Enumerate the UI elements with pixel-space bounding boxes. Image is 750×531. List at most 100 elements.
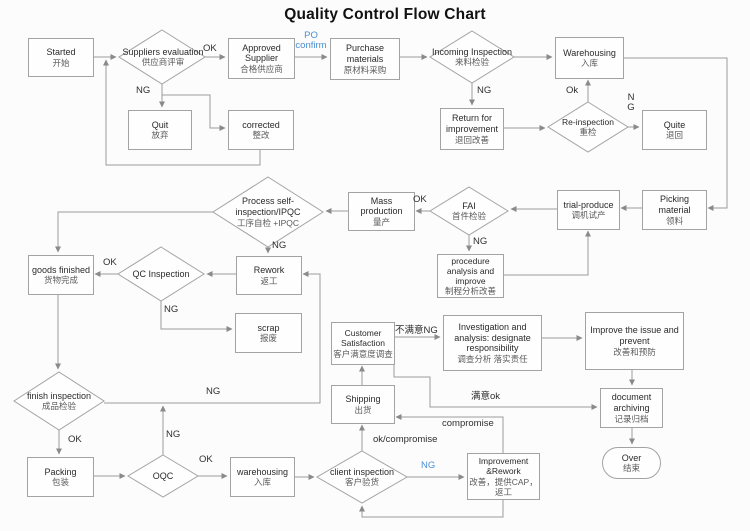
node-fai: FAI 首件检验 bbox=[434, 190, 504, 232]
node-warehousing-bottom-label-en: warehousing bbox=[236, 466, 289, 477]
node-return-for-improvement-label-en: Return for improvement bbox=[445, 113, 499, 134]
node-quite-label-en: Quite bbox=[663, 119, 686, 130]
label-ng-fai: NG bbox=[473, 236, 488, 247]
node-re-inspection-label-en: Re-inspection bbox=[562, 116, 614, 127]
node-investigation-label-en: Investigation and analysis: designate re… bbox=[454, 322, 531, 354]
node-process-self-inspection-label-en: Process self-inspection/IPQC bbox=[235, 196, 301, 217]
edge-warehousing-picking bbox=[622, 57, 728, 211]
node-improve-issue-label-en: Improve the issue and prevent bbox=[590, 325, 679, 346]
node-mass-production-label-en: Mass production bbox=[360, 195, 403, 217]
node-goods-finished: goods finished 货物完成 bbox=[28, 255, 94, 295]
node-oqc-label-en: OQC bbox=[152, 470, 174, 481]
node-rework: Rework 返工 bbox=[236, 256, 302, 295]
page-title: Quality Control Flow Chart bbox=[284, 6, 486, 23]
node-purchase-materials: Purchase materials 原材料采购 bbox=[330, 38, 400, 80]
node-procedure-analysis-label-en: procedure analysis and improve bbox=[446, 255, 495, 286]
edge-improvement-loop-client bbox=[359, 498, 504, 518]
edge-corrected-feedback bbox=[103, 59, 261, 166]
node-goods-finished-label-zh: 货物完成 bbox=[43, 275, 78, 286]
node-qc-inspection-label-en: QC Inspection bbox=[132, 268, 190, 279]
edge-improvement-compromise-shipping bbox=[395, 414, 504, 453]
label-ng-client: NG bbox=[421, 460, 436, 471]
label-ng-qc: NG bbox=[164, 304, 179, 315]
label-ng-finish: NG bbox=[206, 386, 221, 397]
node-finish-inspection-label-zh: 成品检验 bbox=[41, 401, 76, 412]
label-ok-finish: OK bbox=[68, 434, 82, 445]
node-oqc: OQC bbox=[133, 466, 193, 486]
node-customer-satisfaction-label-en: Customer Satisfaction bbox=[341, 328, 385, 349]
node-incoming-inspection-label-zh: 来料检验 bbox=[454, 57, 489, 68]
node-goods-finished-label-en: goods finished bbox=[31, 264, 91, 275]
label-ok-compromise: ok/compromise bbox=[373, 434, 438, 445]
node-scrap-label-en: scrap bbox=[257, 322, 280, 333]
node-shipping: Shipping 出货 bbox=[331, 385, 395, 424]
node-packing: Packing 包装 bbox=[27, 457, 94, 497]
label-ok-reinspection: Ok bbox=[566, 85, 579, 96]
node-improve-issue-label-zh: 改善和预防 bbox=[613, 346, 656, 357]
shape-re-inspection-diamond bbox=[547, 101, 629, 153]
node-started-label-zh: 开始 bbox=[52, 57, 70, 68]
node-trial-produce: trial-produce 调机试产 bbox=[557, 190, 620, 230]
node-re-inspection: Re-inspection 重检 bbox=[545, 107, 631, 147]
label-ng-suppliers: NG bbox=[136, 85, 151, 96]
label-ng-incoming: NG bbox=[477, 85, 492, 96]
node-packing-label-zh: 包装 bbox=[51, 477, 69, 488]
node-suppliers-evaluation-label-zh: 供应商评审 bbox=[141, 57, 185, 68]
node-mass-production: Mass production 量产 bbox=[348, 192, 415, 231]
label-satisfied-ok: 满意ok bbox=[471, 391, 501, 402]
node-over-label-zh: 结束 bbox=[622, 463, 640, 474]
node-process-self-inspection: Process self-inspection/IPQC 工序自检 +IPQC bbox=[218, 190, 318, 234]
node-scrap-label-zh: 报废 bbox=[259, 333, 277, 344]
node-picking-material: Picking material 领料 bbox=[642, 190, 707, 230]
node-suppliers-evaluation: Suppliers evaluation 供应商评审 bbox=[120, 36, 206, 78]
node-purchase-materials-label-en: Purchase materials bbox=[345, 43, 385, 64]
node-document-archiving-label-zh: 记录归档 bbox=[614, 413, 649, 424]
node-corrected: corrected 整改 bbox=[228, 110, 294, 150]
node-approved-supplier: Approved Supplier 合格供应商 bbox=[228, 38, 295, 79]
node-fai-label-en: FAI bbox=[462, 200, 476, 211]
edge-cs-ok-document bbox=[393, 363, 598, 410]
node-quit-label-en: Quit bbox=[151, 119, 169, 130]
node-document-archiving: document archiving 记录归档 bbox=[600, 388, 663, 428]
node-rework-label-zh: 返工 bbox=[260, 275, 278, 286]
node-picking-material-label-en: Picking material bbox=[658, 194, 691, 215]
node-approved-supplier-label-en: Approved Supplier bbox=[242, 42, 281, 64]
node-purchase-materials-label-zh: 原材料采购 bbox=[343, 64, 387, 75]
edge-process-goods bbox=[55, 211, 213, 253]
node-investigation-label-zh: 调查分析 落实责任 bbox=[457, 353, 528, 364]
node-shipping-label-en: Shipping bbox=[345, 394, 381, 405]
node-fai-label-zh: 首件检验 bbox=[451, 211, 486, 222]
label-ok-suppliers: OK bbox=[203, 43, 217, 54]
label-ng-process: NG bbox=[272, 240, 287, 251]
node-quite-label-zh: 退回 bbox=[665, 130, 683, 141]
node-warehousing-top-label-en: Warehousing bbox=[563, 47, 616, 58]
node-warehousing-top-label-zh: 入库 bbox=[580, 58, 598, 69]
node-quite: Quite 退回 bbox=[642, 110, 707, 150]
node-scrap: scrap 报废 bbox=[235, 313, 302, 353]
node-customer-satisfaction: Customer Satisfaction 客户满意度调查 bbox=[331, 322, 395, 365]
node-re-inspection-label-zh: 重检 bbox=[579, 127, 597, 137]
node-finish-inspection-label-en: finish inspection bbox=[26, 390, 92, 401]
label-po-confirm: PO confirm bbox=[295, 30, 327, 52]
node-picking-material-label-zh: 领料 bbox=[665, 215, 683, 226]
node-trial-produce-label-en: trial-produce bbox=[563, 199, 614, 210]
node-over: Over 结束 bbox=[602, 447, 661, 479]
node-return-for-improvement: Return for improvement 退回改善 bbox=[440, 108, 504, 150]
node-document-archiving-label-en: document archiving bbox=[611, 392, 652, 413]
node-shipping-label-zh: 出货 bbox=[354, 404, 372, 415]
edge-finish-ng-rework bbox=[104, 271, 321, 404]
node-incoming-inspection: Incoming Inspection 来料检验 bbox=[430, 36, 514, 78]
label-compromise: compromise bbox=[442, 418, 494, 429]
node-finish-inspection: finish inspection 成品检验 bbox=[19, 380, 99, 422]
node-improvement-rework-label-en: Improvement &Rework bbox=[478, 456, 529, 477]
node-procedure-analysis-label-zh: 制程分析改善 bbox=[444, 286, 496, 297]
label-ng-reinspection: N G bbox=[627, 92, 635, 114]
shape-oqc-diamond bbox=[127, 454, 199, 498]
label-unsatisfied-ng: 不满意NG bbox=[395, 325, 438, 336]
node-mass-production-label-zh: 量产 bbox=[372, 217, 390, 228]
node-investigation: Investigation and analysis: designate re… bbox=[443, 315, 542, 371]
node-improve-issue: Improve the issue and prevent 改善和预防 bbox=[585, 312, 684, 370]
edge-qc-ng-scrap bbox=[160, 301, 233, 332]
node-started-label-en: Started bbox=[46, 47, 76, 58]
